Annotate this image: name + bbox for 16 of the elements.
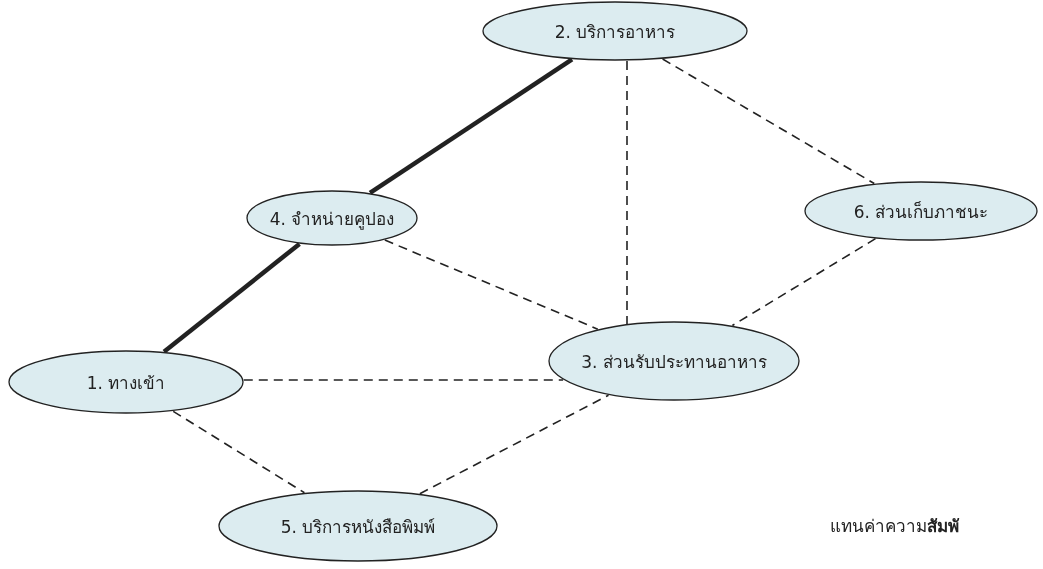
dashed-line <box>172 410 306 494</box>
area-ellipse: 3. ส่วนรับประทานอาหาร <box>548 321 800 401</box>
dashed-line <box>384 239 599 330</box>
area-ellipse: 6. ส่วนเก็บภาชนะ <box>804 181 1038 241</box>
dashed-line <box>661 58 876 185</box>
note-text: แทนค่าความสัมพั <box>830 515 959 538</box>
thick-line <box>368 57 574 195</box>
dashed-line <box>731 237 877 327</box>
area-ellipse: 5. บริการหนังสือพิมพ์ <box>218 490 498 562</box>
area-ellipse: 2. บริการอาหาร <box>482 1 748 61</box>
area-ellipse: 1. ทางเข้า <box>8 350 244 414</box>
dashed-line <box>242 379 564 381</box>
dashed-line <box>419 394 610 495</box>
thick-line <box>162 242 301 354</box>
area-ellipse: 4. จำหน่ายคูปอง <box>246 190 418 246</box>
dashed-line <box>626 60 628 325</box>
